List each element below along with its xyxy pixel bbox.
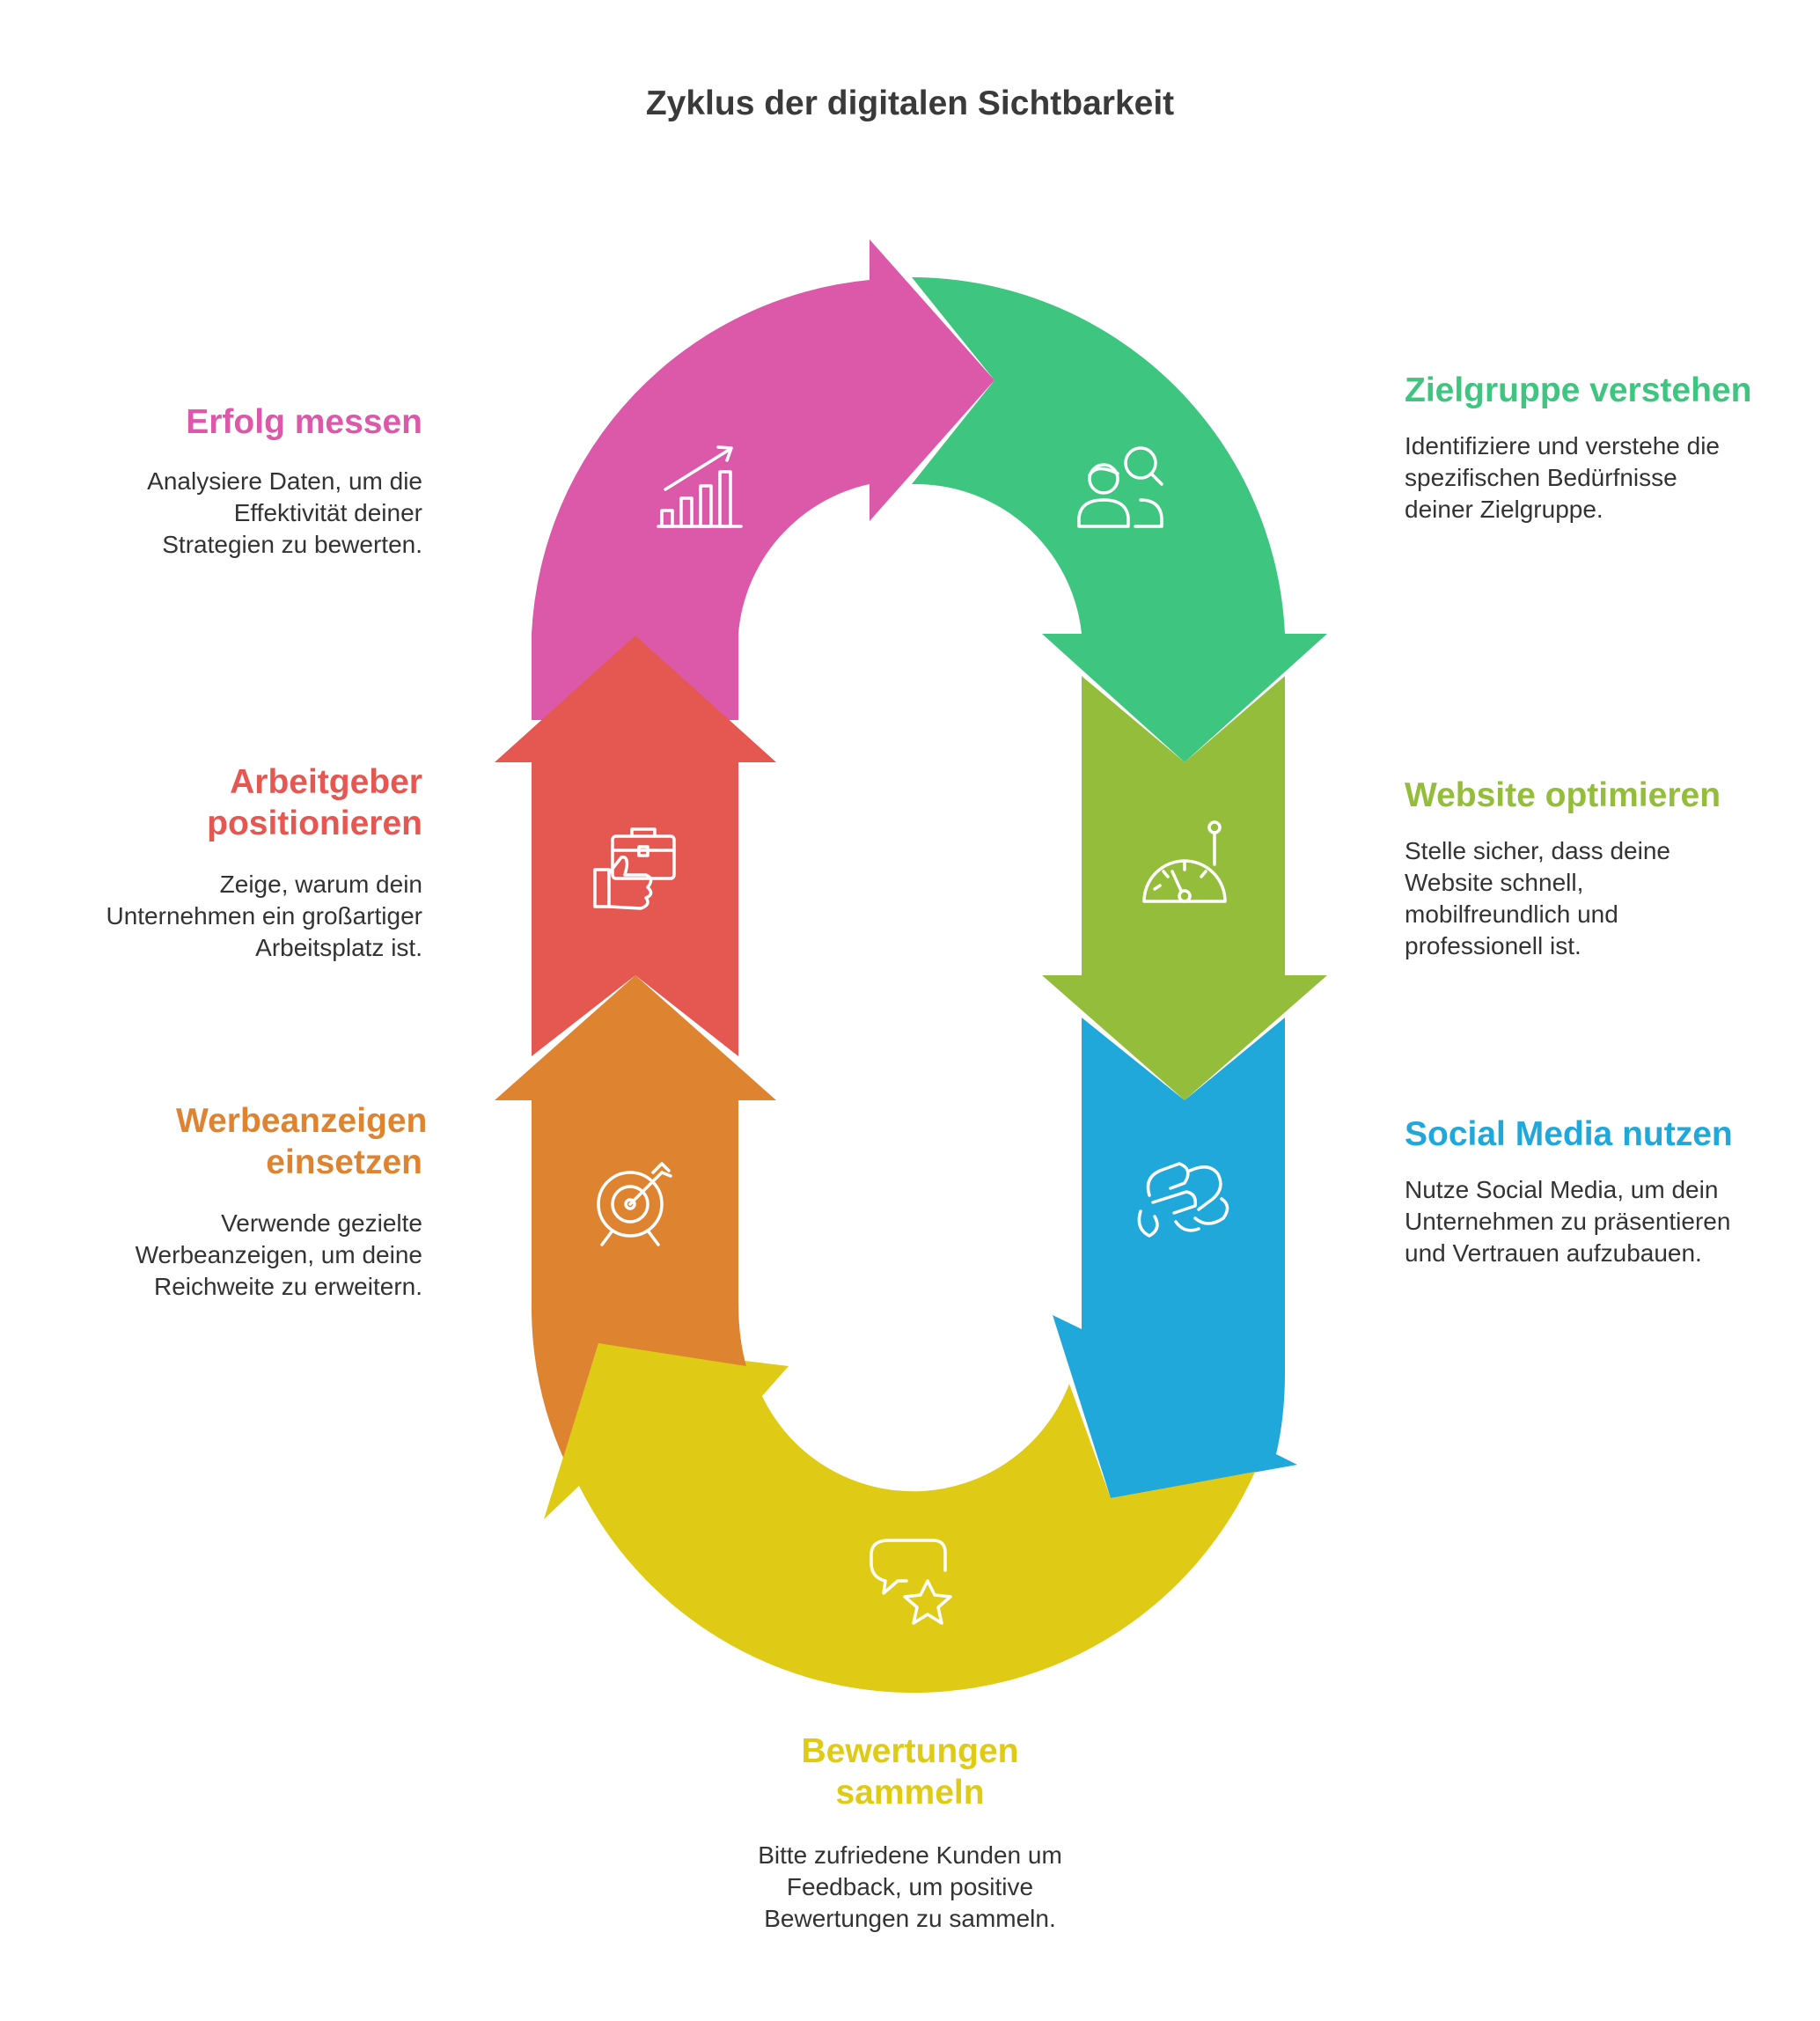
step-heading: Zielgruppe verstehen: [1405, 371, 1752, 409]
segment-arbeitgeber-positionieren: [495, 636, 776, 1056]
step-social-media-nutzen: Social Media nutzen Nutze Social Media, …: [1405, 1113, 1792, 1269]
segment-erfolg-messen: [532, 239, 994, 720]
step-description: Verwende gezielte Werbeanzeigen, um dein…: [135, 1209, 422, 1300]
segment-zielgruppe-verstehen: [912, 277, 1327, 762]
users-icon: [1077, 446, 1163, 528]
segment-website-optimieren: [1042, 676, 1327, 1100]
step-description: Stelle sicher, dass deine Website schnel…: [1405, 837, 1670, 959]
step-arbeitgeber-positionieren: Arbeitgeber positionieren Zeige, warum d…: [97, 761, 422, 964]
speech-bubble-star-icon: [870, 1539, 952, 1625]
step-bewertungen-sammeln: Bewertungen sammeln Bitte zufriedene Kun…: [734, 1731, 1086, 1935]
speedometer-icon: [1142, 820, 1227, 903]
step-description: Nutze Social Media, um dein Unternehmen …: [1405, 1176, 1731, 1267]
step-werbeanzeigen-einsetzen: Werbeanzeigen einsetzen Verwende gezielt…: [97, 1100, 428, 1303]
growth-chart-icon: [657, 445, 743, 528]
step-website-optimieren: Website optimieren Stelle sicher, dass d…: [1405, 775, 1792, 962]
step-heading: Bewertungen sammeln: [801, 1732, 1019, 1812]
handshake-icon: [1137, 1162, 1229, 1238]
segment-werbeanzeigen-einsetzen: [495, 975, 776, 1458]
step-heading: Website optimieren: [1405, 776, 1721, 814]
step-heading: Arbeitgeber positionieren: [207, 763, 422, 842]
briefcase-thumbs-up-icon: [593, 827, 676, 910]
step-description: Bitte zufriedene Kunden um Feedback, um …: [758, 1841, 1062, 1932]
target-dart-icon: [597, 1162, 672, 1246]
segment-bewertungen-sammeln: [544, 1343, 1255, 1694]
step-description: Identifiziere und verstehe die spezifisc…: [1405, 432, 1720, 523]
page-title: Zyklus der digitalen Sichtbarkeit: [645, 85, 1175, 122]
step-heading: Werbeanzeigen einsetzen: [176, 1102, 428, 1181]
step-description: Analysiere Daten, um die Effektivität de…: [147, 467, 422, 558]
step-heading: Erfolg messen: [186, 403, 422, 441]
step-description: Zeige, warum dein Unternehmen ein großar…: [106, 871, 422, 961]
step-heading: Social Media nutzen: [1405, 1115, 1733, 1153]
segment-social-media-nutzen: [1053, 1018, 1297, 1498]
step-erfolg-messen: Erfolg messen Analysiere Daten, um die E…: [97, 401, 422, 561]
step-zielgruppe-verstehen: Zielgruppe verstehen Identifiziere und v…: [1405, 370, 1774, 525]
